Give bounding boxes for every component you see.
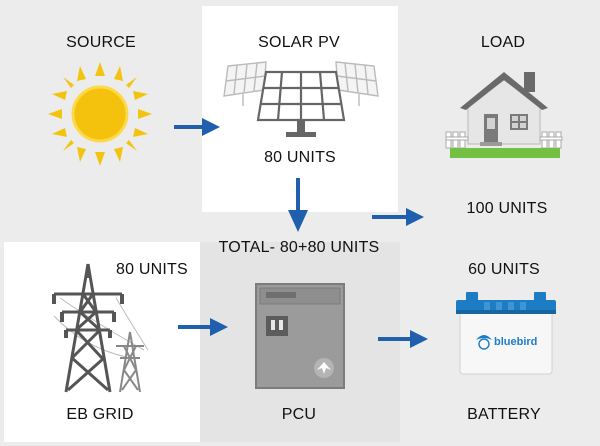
load-label: LOAD	[480, 34, 526, 51]
arrow-grid-to-pcu	[178, 318, 228, 336]
eb-grid-label: EB GRID	[66, 406, 134, 423]
pcu-cabinet-icon	[255, 283, 345, 389]
eb-grid-units: 80 UNITS	[116, 261, 188, 278]
pcu-label: PCU	[281, 406, 317, 423]
battery-units: 60 UNITS	[468, 261, 540, 278]
arrow-source-to-solar	[174, 118, 220, 136]
house-icon	[445, 72, 563, 158]
battery-icon: bluebird	[456, 292, 556, 375]
battery-label: BATTERY	[467, 406, 541, 423]
sun-icon	[48, 62, 152, 166]
arrow-to-load	[372, 208, 424, 226]
load-units: 100 UNITS	[466, 200, 548, 217]
solar-pv-label: SOLAR PV	[258, 34, 340, 51]
arrow-solar-to-pcu	[288, 178, 308, 232]
arrow-pcu-to-battery	[378, 330, 428, 348]
battery-brand-logo: bluebird	[494, 336, 537, 348]
source-label: SOURCE	[66, 34, 136, 51]
pcu-total-units: TOTAL- 80+80 UNITS	[218, 239, 380, 256]
transmission-tower-icon	[52, 263, 149, 393]
solar-pv-units: 80 UNITS	[264, 149, 336, 166]
solar-panel-icon	[223, 61, 379, 137]
